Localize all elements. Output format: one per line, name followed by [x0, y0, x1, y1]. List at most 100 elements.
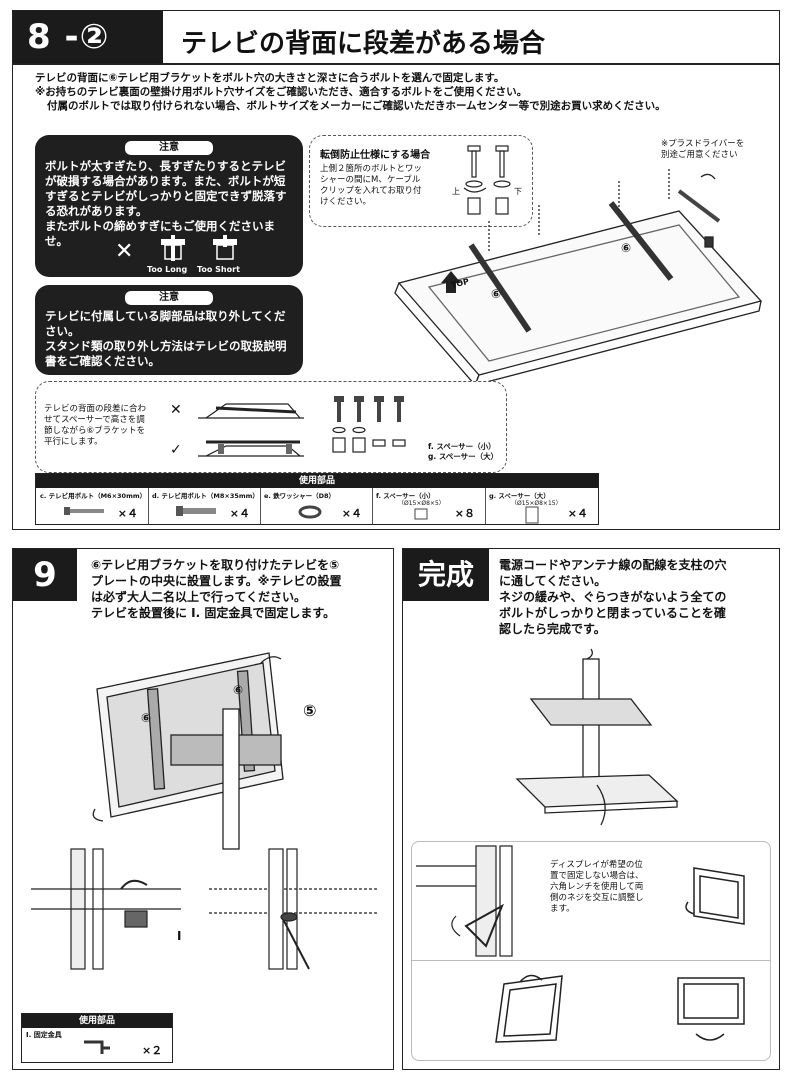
mark-6-right: ⑥ [233, 683, 244, 697]
parts-cell: g. スペーサー（大） （Ø15×Ø8×15） ×４ [485, 488, 598, 524]
parts-cell: f. スペーサー（小） （Ø15×Ø8×5） ×８ [372, 488, 486, 524]
header-rule [13, 63, 779, 65]
adjust-note-line: ディスプレイが希望の位 [550, 860, 643, 870]
upper-label: 上 [452, 187, 460, 196]
complete-title-box: 完成 [403, 549, 489, 601]
too-long-label: Too Long [147, 265, 188, 274]
adjust-note-line: 側のネジを交互に調整し [550, 893, 644, 903]
display-tilt-icon [685, 867, 745, 925]
bolts-and-spacers-icon [332, 396, 406, 453]
part-sub: （Ø15×Ø8×5） [398, 500, 445, 507]
tv-mounting-diagram [92, 652, 284, 850]
bracket-mark: ⑥ [491, 287, 502, 301]
spacer-labels: f. スペーサー（小） g. スペーサー（大） [428, 442, 498, 462]
parts-table-header: 使用部品 [22, 1014, 172, 1028]
mark-6-left: ⑥ [141, 711, 152, 725]
parts-cell: c. テレビ用ボルト（M6×30mm） ×４ [36, 488, 149, 524]
caution-line: 書をご確認ください。 [45, 354, 160, 368]
parts-cell: d. テレビ用ボルト（M8×35mm） ×４ [148, 488, 261, 524]
wrong-mark: ✕ [170, 402, 182, 418]
driver-note-line: 別途ご用意ください [661, 150, 738, 160]
spacer-note-line: 節しながら⑥ブラケットを [44, 426, 146, 436]
parts-table-header: 使用部品 [36, 474, 598, 488]
parts-cell: e. 鉄ワッシャー（D8） ×４ [260, 488, 373, 524]
bolt-too-long-icon [161, 235, 185, 261]
divider [412, 960, 770, 961]
display-rotate-icon [677, 977, 745, 1041]
part-qty: ×８ [454, 507, 475, 520]
part-qty: ×４ [341, 507, 362, 520]
complete-line: ネジの緩みや、ぐらつきがないよう全ての [499, 590, 727, 604]
step8-title: テレビの背面に段差がある場合 [181, 29, 546, 59]
caution-line: が破損する場合があります。また、ボルトが短 [45, 174, 286, 188]
spacer-small-icon [414, 508, 428, 520]
spacer-note: テレビの背面の段差に合わ せてスペーサーで高さを調 節しながら⑥ブラケットを 平… [44, 404, 154, 448]
caution-line: またボルトの締めすぎにもご使用くださいませ。 [45, 219, 275, 248]
spacer-label: g. スペーサー（大） [428, 452, 499, 461]
caution-line: ボルトが太すぎたり、長すぎたりするとテレビ [45, 159, 287, 173]
bolt-icon [64, 507, 104, 515]
adjust-subpanel: ディスプレイが希望の位 置で固定しない場合は、 六角レンチを使用して両 側のネジ… [411, 841, 771, 1061]
part-qty: ×２ [142, 1044, 163, 1057]
anti-fall-box: 転倒防止仕様にする場合 上側２箇所のボルトとワッ シャーの間にM、ケーブル クリ… [309, 135, 533, 227]
driver-note: ※プラスドライバーを 別途ご用意ください [661, 139, 744, 161]
tv-back-diagram [394, 169, 763, 387]
intro-line: 付属のボルトでは取り付けられない場合、ボルトサイズをメーカーにご確認いただきホー… [47, 100, 666, 112]
parts-table-step8: 使用部品 c. テレビ用ボルト（M6×30mm） ×４ d. テレビ用ボルト（M… [35, 473, 599, 525]
caution-box-legs: 注意 テレビに付属している脚部品は取り外してくだ さい。 スタンド類の取り外し方… [35, 285, 303, 375]
anti-fall-line: けください。 [320, 197, 372, 207]
part-qty: ×４ [229, 507, 250, 520]
adjust-note-line: 六角レンチを使用して両 [550, 882, 644, 892]
step8-header: 8 -② [13, 11, 163, 63]
anti-fall-line: シャーの間にM、ケーブル [320, 175, 421, 185]
step9-panel: 9 ⑥テレビ用ブラケットを取り付けたテレビを⑤ プレートの中央に設置します。※テ… [12, 548, 394, 1070]
part-label: e. 鉄ワッシャー（D8） [264, 492, 336, 500]
step9-line: ⑥テレビ用ブラケットを取り付けたテレビを⑤ [91, 558, 340, 572]
complete-text: 電源コードやアンテナ線の配線を支柱の穴 に通してください。 ネジの緩みや、ぐらつ… [499, 557, 727, 637]
step9-line: テレビを設置後に I. 固定金具で固定します。 [91, 606, 336, 620]
spacer-note-line: テレビの背面の段差に合わ [44, 404, 147, 414]
driver-note-line: ※プラスドライバーを [661, 139, 745, 149]
adjust-note: ディスプレイが希望の位 置で固定しない場合は、 六角レンチを使用して両 側のネジ… [550, 860, 660, 915]
step8-panel: 8 -② テレビの背面に段差がある場合 テレビの背面に⑥テレビ用ブラケットをボル… [12, 10, 780, 530]
bracket-tilted-diagram [198, 403, 304, 419]
caution-line: テレビに付属している脚部品は取り外してくだ [45, 309, 286, 323]
complete-title: 完成 [417, 558, 474, 591]
caution-box-bolt: 注意 ボルトが太すぎたり、長すぎたりするとテレビ が破損する場合があります。また… [35, 135, 303, 277]
step9-number: 9 [33, 555, 57, 595]
intro-line: ※お持ちのテレビ裏面の壁掛け用ボルト穴サイズをご確認いただき、適合するボルトをご… [35, 86, 528, 98]
bracket-level-diagram [198, 440, 304, 457]
top-arrow-icon [441, 271, 461, 293]
step9-line: プレートの中央に設置します。※テレビの設置 [91, 574, 342, 588]
lower-label: 下 [514, 187, 522, 196]
complete-line: 認したら完成です。 [499, 622, 606, 636]
caution-line: すぎるとテレビがしっかりと固定できず脱落す [45, 189, 287, 203]
bracket-mark: ⑥ [621, 241, 632, 255]
caution-line: さい。 [45, 324, 80, 338]
mark-5: ⑤ [303, 701, 317, 720]
mark-i: I [177, 929, 182, 943]
part-qty: ×４ [117, 507, 138, 520]
caution-line: る恐れがあります。 [45, 204, 148, 218]
part-qty: ×４ [567, 507, 588, 520]
hex-wrench-detail [416, 845, 513, 957]
spacer-box: テレビの背面の段差に合わ せてスペーサーで高さを調 節しながら⑥ブラケットを 平… [35, 381, 507, 473]
clamp-detail-left [31, 848, 181, 970]
adjust-note-line: ます。 [550, 904, 575, 914]
step8-intro: テレビの背面に⑥テレビ用ブラケットをボルト穴の大きさと深さに合うボルトを選んで固… [35, 71, 666, 113]
too-short-label: Too Short [197, 265, 240, 274]
step8-number: 8 -② [27, 17, 110, 57]
anti-fall-line: 上側２箇所のボルトとワッ [320, 164, 423, 174]
complete-panel: 完成 電源コードやアンテナ線の配線を支柱の穴 に通してください。 ネジの緩みや、… [402, 548, 780, 1070]
complete-line: 電源コードやアンテナ線の配線を支柱の穴 [499, 558, 727, 572]
part-sub: （Ø15×Ø8×15） [511, 500, 562, 507]
caution-badge: 注意 [125, 291, 213, 305]
clamp-detail-right [209, 848, 379, 970]
part-label: I. 固定金具 [26, 1031, 62, 1039]
spacer-large-icon [525, 506, 539, 524]
caution-text: ボルトが太すぎたり、長すぎたりするとテレビ が破損する場合があります。また、ボル… [45, 159, 295, 249]
anti-fall-text: 上側２箇所のボルトとワッ シャーの間にM、ケーブル クリップを入れてお取り付 け… [320, 164, 430, 208]
correct-mark: ✓ [170, 442, 182, 458]
anti-fall-title: 転倒防止仕様にする場合 [320, 150, 431, 161]
washer-icon [298, 505, 322, 519]
